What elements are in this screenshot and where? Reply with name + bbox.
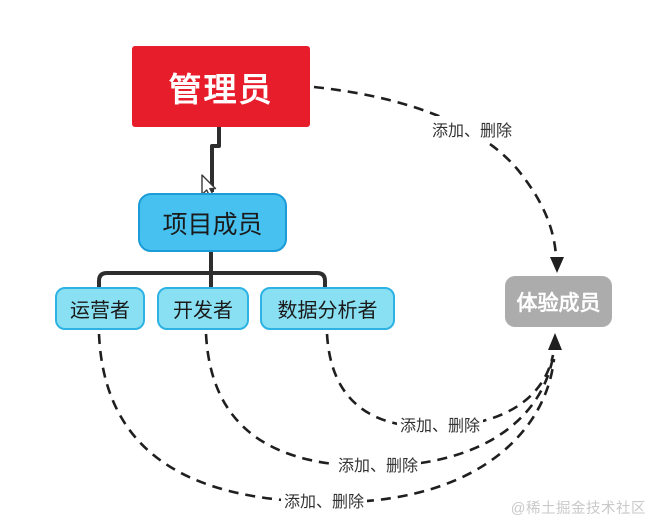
node-admin[interactable]: 管理员 xyxy=(132,46,310,127)
edge-admin-to-experience xyxy=(313,85,558,257)
node-data-analyst[interactable]: 数据分析者 xyxy=(260,287,395,330)
arrowhead-up-icon xyxy=(548,333,562,350)
node-admin-label: 管理员 xyxy=(168,70,274,108)
edge-project-tree-branches xyxy=(97,271,327,288)
node-operator-label: 运营者 xyxy=(70,300,130,322)
node-experience-member[interactable]: 体验成员 xyxy=(505,276,612,327)
edge-admin-to-project xyxy=(210,126,221,192)
edge-label-operator-to-experience: 添加、删除 xyxy=(280,487,368,513)
watermark-text: @稀土掘金技术社区 xyxy=(510,501,646,517)
edge-label-developer-to-experience: 添加、删除 xyxy=(334,451,422,477)
node-data-analyst-label: 数据分析者 xyxy=(277,300,378,322)
node-experience-member-label: 体验成员 xyxy=(516,291,601,315)
edge-developer-to-experience xyxy=(204,333,555,468)
edge-label-analyst-to-experience: 添加、删除 xyxy=(396,411,484,437)
node-project-member-label: 项目成员 xyxy=(162,210,263,239)
node-developer[interactable]: 开发者 xyxy=(157,287,249,330)
edge-analyst-to-experience xyxy=(325,333,555,429)
node-project-member[interactable]: 项目成员 xyxy=(138,193,287,252)
node-operator[interactable]: 运营者 xyxy=(55,287,145,330)
arrowhead-down-icon xyxy=(550,257,564,273)
node-developer-label: 开发者 xyxy=(173,300,233,322)
edge-operator-to-experience xyxy=(97,333,556,504)
edge-label-admin-to-experience: 添加、删除 xyxy=(428,116,516,142)
